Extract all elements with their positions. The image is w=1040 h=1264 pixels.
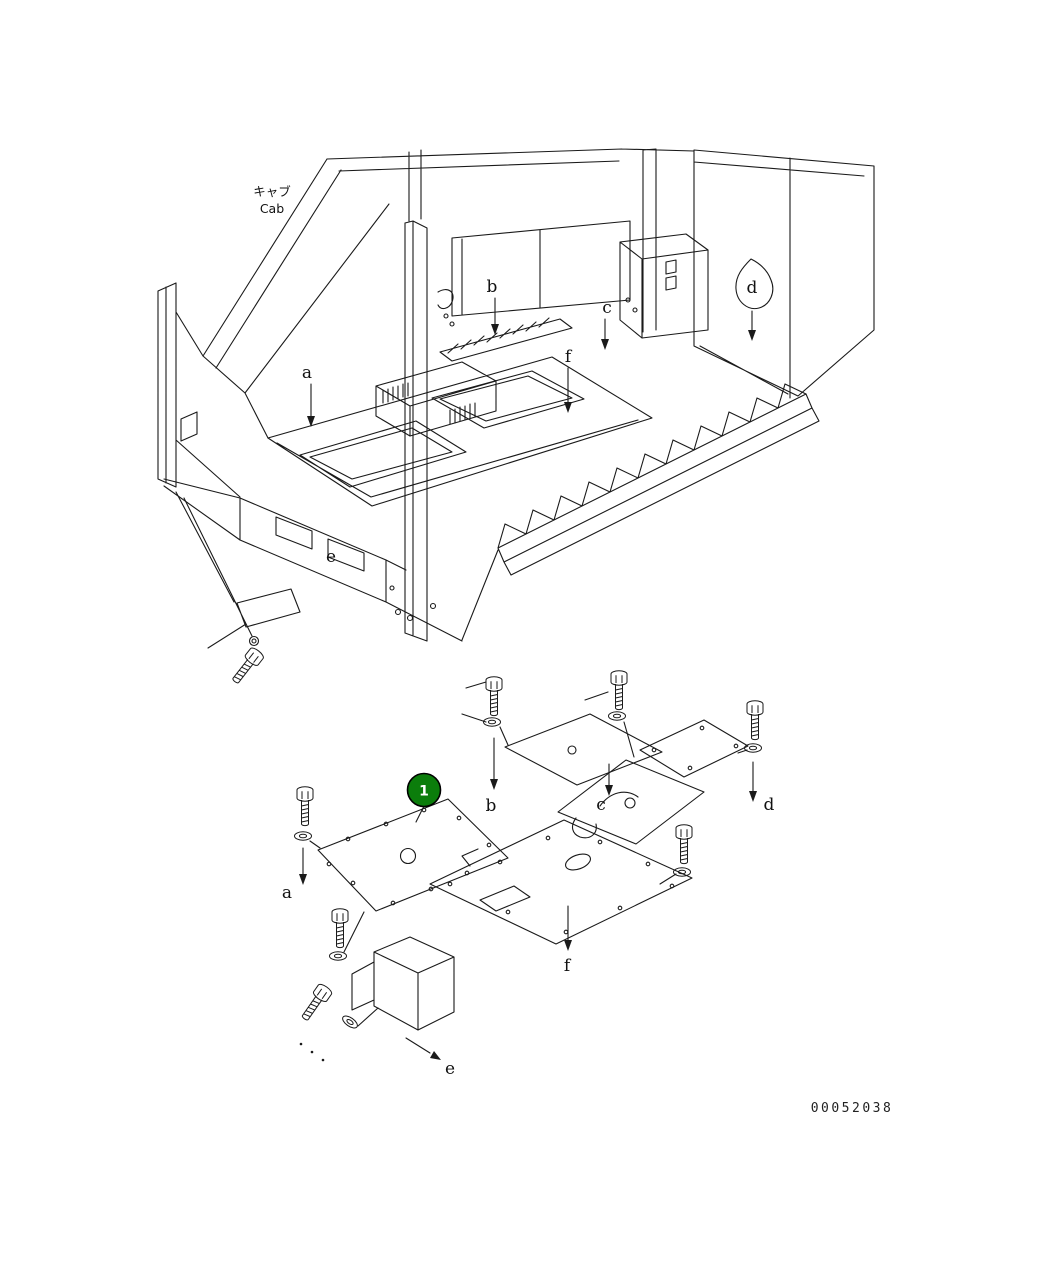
floor-plate-c: [557, 759, 705, 845]
cab-frame-outline: [157, 148, 695, 642]
upper-label-a: a: [302, 363, 312, 383]
cab-label-japanese: キャブ: [253, 184, 291, 199]
drawing-number: 00052038: [811, 1101, 894, 1116]
floor-plate-1: [317, 798, 509, 912]
arrowhead-f-upper: [564, 402, 572, 413]
upper-label-f: f: [565, 347, 573, 367]
cab-right-wall: [693, 149, 875, 399]
washer-upper-left: [248, 635, 260, 647]
upper-view-arrows: [307, 297, 756, 427]
balloon-d-outline: [735, 258, 774, 310]
lower-label-e: e: [445, 1059, 455, 1079]
upper-label-e: e: [326, 547, 336, 567]
floor-plate-d: [639, 719, 749, 778]
cab-floor-deck: [163, 356, 653, 642]
detail-holes: [389, 297, 638, 622]
floor-plate-b: [504, 713, 663, 786]
arrowhead-c-upper: [601, 339, 609, 350]
cable-detail: [437, 289, 454, 310]
lower-view-arrows: [299, 737, 757, 1060]
upper-label-c: c: [602, 298, 612, 318]
bolt-icon: [228, 645, 266, 688]
arrowhead-d-lower: [749, 791, 757, 802]
arrowhead-f-lower: [564, 940, 572, 951]
washer-icon: [744, 743, 762, 753]
arrowhead-d-upper: [748, 330, 756, 341]
bolt-icon: [746, 700, 764, 741]
bolt-icon: [675, 824, 693, 865]
part-callout-1[interactable]: 1: [406, 772, 442, 808]
washer-icon: [294, 831, 312, 841]
arrowhead-b-lower: [490, 779, 498, 790]
washer-icon: [608, 711, 626, 721]
console-box: [619, 233, 709, 339]
bolt-icon: [297, 981, 334, 1024]
bolt-icon: [610, 670, 628, 711]
bracket-e: [351, 936, 455, 1031]
hatched-cross-member: [439, 317, 573, 362]
lower-label-b: b: [486, 796, 497, 816]
lower-label-a: a: [282, 883, 292, 903]
arrowhead-a-lower: [299, 874, 307, 885]
washer-icon: [340, 1013, 360, 1031]
lower-label-f: f: [564, 956, 572, 976]
lower-label-c: c: [596, 795, 606, 815]
arrowhead-c-lower: [605, 785, 613, 796]
leader-lines: [309, 681, 748, 1027]
bolt-icon: [485, 676, 503, 717]
floor-plate-f: [429, 819, 693, 945]
arrowhead-a-upper: [307, 416, 315, 427]
lower-label-d: d: [764, 795, 775, 815]
cab-label-english: Cab: [260, 201, 284, 216]
reference-dots: [299, 1042, 325, 1062]
arrowhead-e-lower: [430, 1051, 441, 1060]
bolt-icon: [296, 786, 314, 827]
washer-icon: [329, 951, 347, 961]
deck-vent-lines: [382, 382, 476, 425]
arrow-e-lower: [405, 1037, 431, 1054]
washer-icon: [673, 867, 691, 877]
callout-circle[interactable]: [406, 772, 442, 808]
exploded-cover-plate-small: [175, 491, 301, 649]
lower-view-exploded-drawing: [294, 670, 764, 1062]
arrowhead-b-upper: [491, 324, 499, 335]
upper-view-cab-drawing: [157, 148, 875, 688]
upper-label-d: d: [747, 278, 758, 298]
callout-number: 1: [419, 784, 429, 800]
serrated-floor-edge: [497, 383, 820, 576]
bolt-icon: [331, 908, 349, 949]
upper-label-b: b: [487, 277, 498, 297]
